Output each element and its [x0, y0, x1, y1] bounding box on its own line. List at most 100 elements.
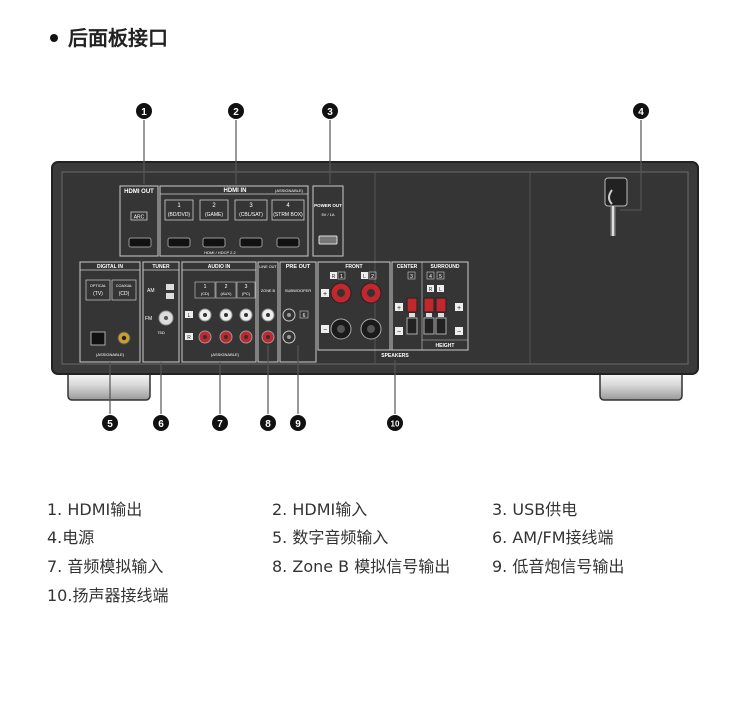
front-minus-label: − — [323, 327, 327, 334]
usb-power-section: POWER OUT 5V / 1A — [312, 185, 344, 257]
hdmi-in-2-port[interactable] — [202, 237, 226, 248]
legend-item-4: 4.电源 — [47, 528, 95, 547]
optical-tv-label: (TV) — [93, 291, 103, 297]
audio-in-label: AUDIO IN — [208, 264, 231, 270]
callout-9: 9 — [290, 415, 306, 431]
legend-item-8: 8. Zone B 模拟信号输出 — [272, 557, 451, 576]
audio-l-label: L — [188, 313, 191, 319]
svg-text:4: 4 — [638, 107, 644, 118]
center-num: 3 — [410, 274, 413, 280]
assignable-label: (ASSIGNABLE) — [275, 188, 304, 193]
speakers-label: SPEAKERS — [381, 353, 409, 359]
callout-6: 6 — [153, 415, 169, 431]
audio-in-1-name: (CD) — [201, 291, 210, 296]
surround-plus-label: + — [457, 305, 461, 312]
hdmi-in-2-num: 2 — [212, 203, 216, 209]
bullet-dot — [50, 33, 58, 42]
digital-in-label: DIGITAL IN — [97, 264, 123, 270]
usb-port[interactable] — [318, 235, 338, 245]
am-terminal-1[interactable] — [166, 284, 174, 290]
audio-in-1-num: 1 — [204, 284, 207, 290]
audio-assignable-label: (ASSIGNABLE) — [211, 352, 240, 357]
hdmi-in-1-name: (BD/DVD) — [168, 212, 191, 218]
legend-item-7: 7. 音频模拟输入 — [47, 557, 164, 576]
section-heading: 后面板接口 — [50, 22, 168, 51]
surround-5-minus-terminal[interactable] — [435, 317, 447, 335]
tuner-label: TUNER — [152, 264, 170, 270]
am-terminal-2[interactable] — [166, 293, 174, 299]
hdmi-out-port[interactable] — [128, 237, 152, 248]
audio-in-2-name: (AUX) — [221, 291, 233, 296]
zone-b-label: ZONE B — [261, 289, 276, 293]
center-plus-terminal[interactable] — [406, 297, 418, 313]
surround-4-plus-terminal[interactable] — [423, 297, 435, 313]
front-plus-label: + — [323, 291, 327, 298]
legend-item-1: 1. HDMI输出 — [47, 500, 143, 519]
hdmi-in-1-port[interactable] — [167, 237, 191, 248]
center-minus-label: − — [397, 329, 401, 336]
optical-port[interactable] — [90, 331, 106, 346]
hdmi-in-label: HDMI IN — [224, 188, 247, 194]
svg-text:6: 6 — [158, 419, 164, 430]
surround-5-num: 5 — [439, 274, 442, 280]
front-l-num: 2 — [371, 274, 374, 280]
callout-7: 7 — [212, 415, 228, 431]
height-label: HEIGHT — [436, 343, 455, 349]
subwoofer-label: SUBWOOFER — [285, 288, 311, 293]
coaxial-cd-label: (CD) — [119, 291, 130, 297]
fm-label: FM — [145, 316, 152, 322]
audio-in-3-name: (PC) — [242, 291, 251, 296]
fm-ohm-label: 75Ω — [157, 330, 164, 335]
surround-4-num: 4 — [429, 274, 432, 280]
callout-1: 1 — [136, 103, 152, 119]
legend-item-5: 5. 数字音频输入 — [272, 528, 389, 547]
audio-r-label: R — [187, 335, 191, 341]
audio-in-section: AUDIO IN 1 (CD) 2 (AUX) 3 (PC) L R (ASSI… — [181, 261, 257, 363]
arc-label: ARC — [134, 215, 145, 221]
coaxial-label: COAXIAL — [116, 284, 132, 288]
power-cord — [604, 177, 628, 236]
callout-2: 2 — [228, 103, 244, 119]
hdmi-in-2-name: (GAME) — [205, 212, 223, 218]
tuner-section: TUNER AM FM 75Ω — [142, 261, 180, 363]
line-out-label: LINE OUT — [259, 265, 277, 269]
surround-5-plus-terminal[interactable] — [435, 297, 447, 313]
svg-text:10: 10 — [391, 420, 400, 429]
audio-in-2-num: 2 — [225, 284, 228, 290]
surround-label: SURROUND — [431, 264, 460, 270]
center-plus-label: + — [397, 305, 401, 312]
front-speaker-section: FRONT R 1 L 2 + − — [317, 261, 391, 351]
callout-8: 8 — [260, 415, 276, 431]
callout-lines — [109, 120, 642, 414]
optical-label: OPTICAL — [90, 284, 106, 288]
legend-item-6: 6. AM/FM接线端 — [492, 528, 614, 547]
sub-num-label: 6 — [303, 313, 306, 319]
hdmi-in-4-port[interactable] — [276, 237, 300, 248]
section-title: 后面板接口 — [68, 26, 168, 50]
surround-l-label: L — [439, 287, 442, 293]
legend-item-2: 2. HDMI输入 — [272, 500, 368, 519]
hdmi-in-3-num: 3 — [249, 203, 253, 209]
hdmi-in-4-name: (STRM BOX) — [273, 212, 303, 218]
power-rating-label: 5V / 1A — [321, 212, 334, 217]
callout-3: 3 — [322, 103, 338, 119]
front-r-label: R — [332, 274, 336, 280]
surround-r-label: R — [429, 287, 433, 293]
svg-text:5: 5 — [107, 419, 113, 430]
callout-4: 4 — [633, 103, 649, 119]
center-surround-section: CENTER SURROUND 3 4 5 R L + − + − HEIGHT — [391, 261, 469, 351]
pre-out-label: PRE OUT — [286, 264, 311, 270]
legend-item-3: 3. USB供电 — [492, 500, 578, 519]
power-out-label: POWER OUT — [314, 203, 342, 208]
hdmi-in-section: HDMI IN (ASSIGNABLE) 1 (BD/DVD) 2 (GAME)… — [159, 185, 309, 257]
surround-4-minus-terminal[interactable] — [423, 317, 435, 335]
rear-panel-diagram: HDMI OUT ARC HDMI IN (ASSIGNABLE) 1 (BD/… — [51, 103, 699, 431]
svg-text:2: 2 — [233, 107, 239, 118]
svg-text:3: 3 — [327, 107, 333, 118]
hdmi-in-3-port[interactable] — [239, 237, 263, 248]
hdmi-in-4-num: 4 — [286, 203, 290, 209]
center-minus-terminal[interactable] — [406, 317, 418, 335]
audio-in-3-num: 3 — [245, 284, 248, 290]
callout-5: 5 — [102, 415, 118, 431]
legend-item-9: 9. 低音炮信号输出 — [492, 557, 625, 576]
